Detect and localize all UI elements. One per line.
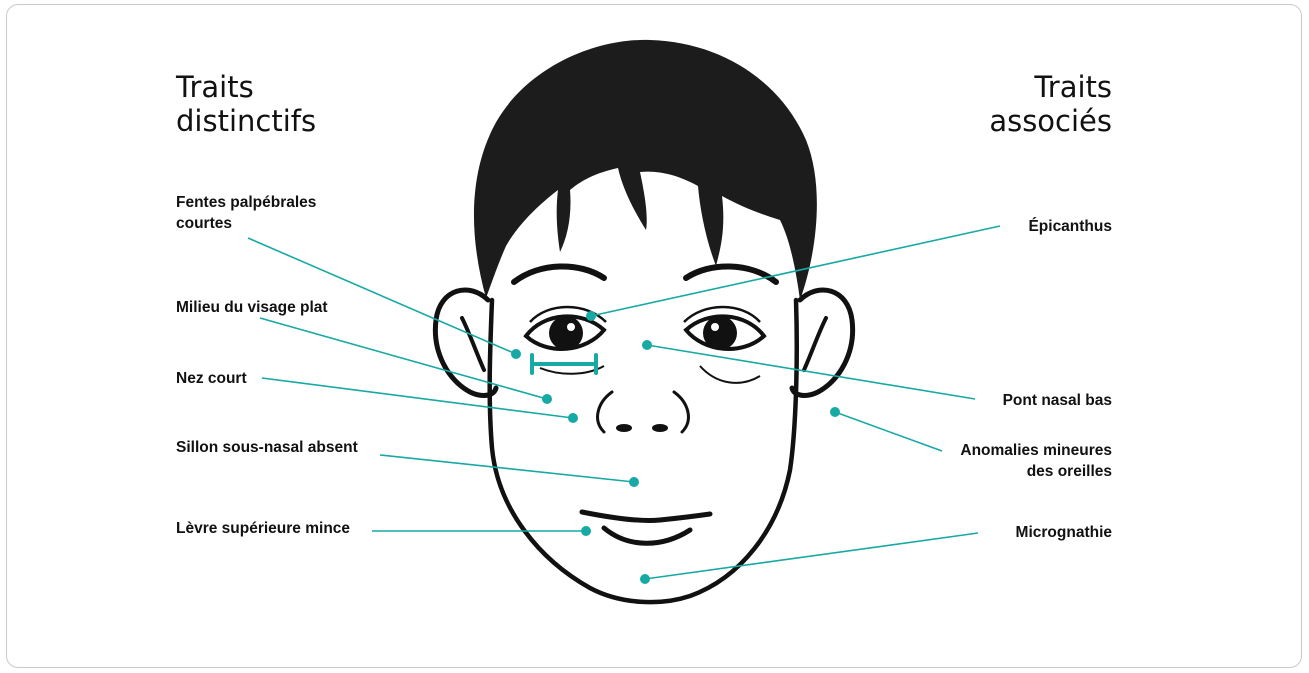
left-iris xyxy=(549,316,583,350)
label-epicanthus: Épicanthus xyxy=(900,216,1112,237)
leader-milieu xyxy=(260,318,547,399)
left-nostril xyxy=(616,424,632,432)
right-nostril xyxy=(652,424,668,432)
left-ear xyxy=(435,290,496,396)
label-oreilles-line1: Anomalies mineures xyxy=(900,440,1112,461)
dot-milieu xyxy=(542,394,552,404)
dot-fentes xyxy=(511,349,521,359)
label-sillon: Sillon sous-nasal absent xyxy=(176,437,358,458)
upper-lip xyxy=(582,512,710,521)
palpebral-measure-bar xyxy=(532,355,596,373)
leader-sillon xyxy=(380,455,634,482)
dot-pont xyxy=(642,340,652,350)
dot-levre xyxy=(581,526,591,536)
heading-left-line1: Traits xyxy=(176,70,316,104)
lower-lip xyxy=(604,528,690,543)
heading-left-line2: distinctifs xyxy=(176,104,316,138)
dot-nez xyxy=(568,413,578,423)
right-cheek-line xyxy=(700,366,760,383)
label-levre: Lèvre supérieure mince xyxy=(176,518,350,539)
right-eye-highlight xyxy=(711,323,719,331)
left-eyebrow xyxy=(514,266,604,282)
label-fentes-line1: Fentes palpébrales xyxy=(176,192,316,213)
label-oreilles-line2: des oreilles xyxy=(900,461,1112,482)
left-eye-highlight xyxy=(567,323,575,331)
leader-fentes xyxy=(248,238,516,354)
label-fentes-line2: courtes xyxy=(176,213,316,234)
right-ear xyxy=(792,290,853,396)
heading-right-line2: associés xyxy=(962,104,1112,138)
heading-associated-traits: Traits associés xyxy=(962,70,1112,138)
hair xyxy=(474,40,817,300)
dot-micrognathie xyxy=(640,574,650,584)
nose-left xyxy=(598,392,612,432)
nose-right xyxy=(674,392,688,432)
dot-oreilles xyxy=(830,407,840,417)
leader-nez xyxy=(262,378,573,418)
heading-right-line1: Traits xyxy=(962,70,1112,104)
label-micrognathie: Micrognathie xyxy=(900,522,1112,543)
left-ear-inner xyxy=(462,318,484,370)
right-iris xyxy=(703,316,737,350)
dot-sillon xyxy=(629,477,639,487)
label-pont-nasal: Pont nasal bas xyxy=(900,390,1112,411)
right-eyebrow xyxy=(686,266,776,282)
label-fentes-palpebrales: Fentes palpébrales courtes xyxy=(176,192,316,234)
dot-epicanthus xyxy=(586,311,596,321)
label-oreilles: Anomalies mineures des oreilles xyxy=(900,440,1112,482)
label-nez-court: Nez court xyxy=(176,368,247,389)
right-ear-inner xyxy=(804,318,826,370)
label-milieu-visage: Milieu du visage plat xyxy=(176,297,328,318)
heading-distinctive-traits: Traits distinctifs xyxy=(176,70,316,138)
